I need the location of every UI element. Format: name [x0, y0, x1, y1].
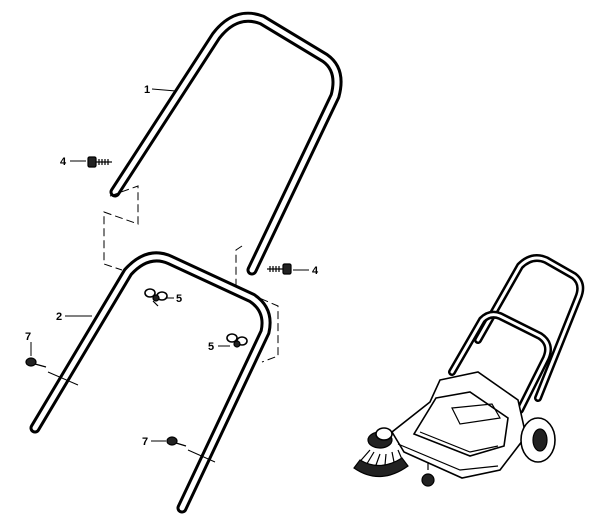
assembled-sweeper-illustration [353, 254, 585, 487]
callout-wing-nut-right: 5 [208, 341, 214, 353]
lower-handle [29, 251, 272, 514]
bolt-icon-left [87, 156, 112, 168]
wing-nut-icon-left [144, 288, 168, 307]
callout-screw-left: 7 [25, 331, 31, 343]
callout-bolt-right: 4 [312, 265, 319, 277]
screw-axis-right [187, 449, 216, 463]
assembly-guide-right [235, 245, 279, 363]
callout-bolt-left: 4 [60, 156, 67, 168]
bolt-icon-right [267, 263, 292, 275]
screw-axis-left [47, 371, 79, 386]
wing-nut-icon-right [226, 333, 248, 348]
assembly-guide-left [103, 185, 139, 271]
callout-wing-nut-left: 5 [176, 293, 182, 305]
callout-lower-handle: 2 [56, 311, 62, 323]
callout-upper-handle: 1 [144, 84, 150, 96]
screw-icon-right [166, 436, 187, 447]
leader-upper-handle [151, 88, 177, 92]
callout-screw-right: 7 [142, 436, 148, 448]
screw-icon-left [25, 357, 47, 368]
upper-handle [109, 11, 343, 276]
